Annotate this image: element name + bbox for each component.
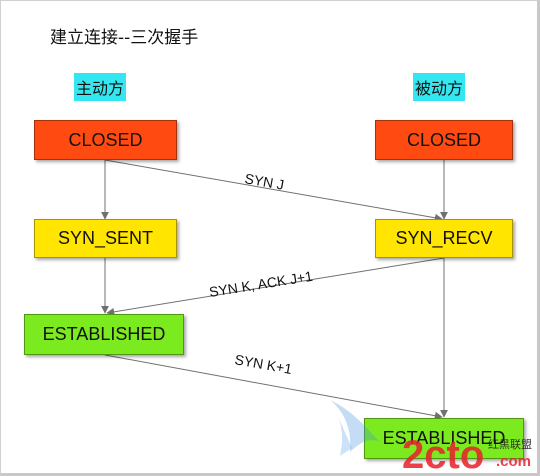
diagram-title: 建立连接--三次握手 (50, 28, 199, 48)
watermark-suffix: .com (496, 453, 531, 470)
state-established-passive: ESTABLISHED (364, 418, 524, 459)
arrow-syn-j (104, 159, 443, 222)
arrow-syn-k1 (104, 354, 443, 420)
state-syn-recv: SYN_RECV (375, 219, 513, 258)
state-syn-sent: SYN_SENT (34, 219, 177, 258)
arrow-syn-k-ack (106, 257, 445, 316)
watermark-cn: 红黑联盟 (488, 438, 532, 451)
state-closed-passive: CLOSED (375, 120, 513, 160)
watermark-brand: 2cto (402, 433, 484, 476)
state-established-active: ESTABLISHED (24, 314, 184, 355)
message-syn-j: SYN J (243, 170, 285, 193)
passive-side-label: 被动方 (413, 73, 466, 101)
state-closed-active: CLOSED (34, 120, 177, 160)
active-side-label: 主动方 (74, 73, 127, 101)
